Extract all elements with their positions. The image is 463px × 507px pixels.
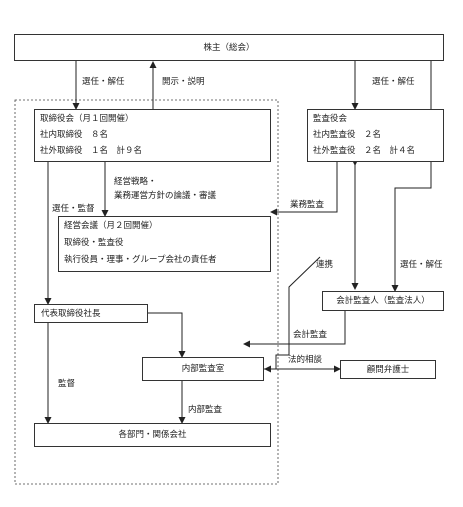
arrow-elect-dismiss-accounting [391,61,432,292]
label-legal-consult: 法的相談 [288,355,323,365]
label-supervise: 監督 [58,379,76,389]
label-internal-audit: 内部監査 [188,405,223,415]
label-elect-dismiss-left: 選任・解任 [82,77,125,87]
label-elect-dismiss-right: 選任・解任 [372,77,415,87]
arrow-president-audit-office [148,312,186,358]
label-elect-dismiss-auditor: 選任・解任 [400,260,443,270]
label-cooperation: 連携 [316,260,334,270]
label-accounting-audit: 会計監査 [293,330,328,340]
label-elect-supervise: 選任・監督 [52,204,95,214]
president-label: 代表取締役社長 [41,309,101,319]
label-disclose-explain: 開示・説明 [162,77,205,87]
audit-board-box: 監査役会 社内監査役 ２名 社外監査役 ２名 計４名 [307,109,444,162]
label-strategy-1: 経営戦略・ [114,177,157,187]
board-line-2: 社外取締役 １名 計９名 [40,146,143,156]
lawyer-label: 顧問弁護士 [366,365,410,375]
arrow-accounting-audit [243,311,346,348]
internal-audit-office-label: 内部監査室 [181,364,225,374]
accounting-auditor-box: 会計監査人（監査法人） [322,291,444,311]
lawyer-box: 顧問弁護士 [340,360,436,379]
internal-audit-office-box: 内部監査室 [142,357,264,381]
mgmt-meeting-box: 経営会議（月２回開催） 取締役・監査役 執行役員・理事・グループ会社の責任者 [58,216,271,272]
board-box: 取締役会（月１回開催） 社内取締役 ８名 社外取締役 １名 計９名 [34,109,271,162]
mgmt-meeting-line-1: 取締役・監査役 [64,238,124,248]
label-strategy-2: 業務運営方針の論議・審議 [114,191,217,201]
president-box: 代表取締役社長 [34,304,148,323]
departments-box: 各部門・関係会社 [34,423,271,447]
audit-board-line-1: 社内監査役 ２名 [313,130,382,140]
label-business-audit: 業務監査 [290,200,325,210]
board-title: 取締役会（月１回開催） [40,114,134,124]
arrow-business-audit [270,162,338,216]
shareholders-label: 株主（総会） [203,43,255,53]
arrow-cooperation-audit-office [264,256,321,373]
mgmt-meeting-title: 経営会議（月２回開催） [64,221,158,231]
mgmt-meeting-line-2: 執行役員・理事・グループ会社の責任者 [64,255,217,265]
departments-label: 各部門・関係会社 [118,430,187,440]
audit-board-line-2: 社外監査役 ２名 計４名 [313,146,416,156]
accounting-auditor-label: 会計監査人（監査法人） [336,296,430,306]
company-boundary [14,99,279,485]
shareholders-box: 株主（総会） [14,34,444,61]
audit-board-title: 監査役会 [313,114,348,124]
board-line-1: 社内取締役 ８名 [40,130,109,140]
